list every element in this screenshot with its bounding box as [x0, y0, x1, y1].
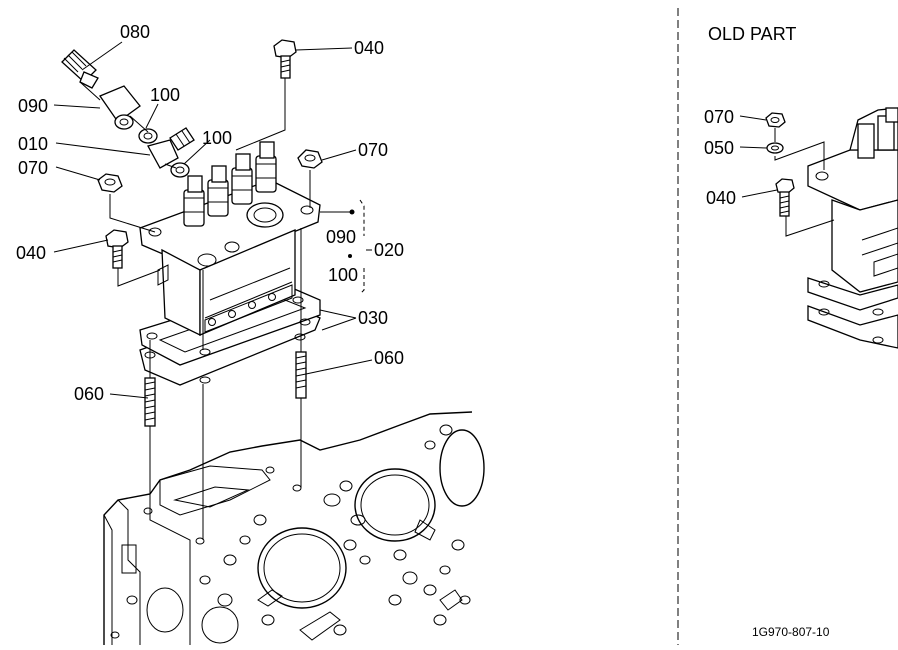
callouts-old: 070 050 040 [704, 107, 736, 208]
assembly-lines [79, 78, 311, 540]
engine-block [103, 411, 485, 645]
leader-lines [53, 41, 373, 399]
overflow-valve-080 [61, 49, 99, 89]
delivery-valves [183, 141, 277, 227]
old-callout-050: 050 [704, 138, 734, 158]
banjo-fitting-090 [99, 85, 141, 130]
callout-020: 020 [374, 240, 404, 260]
nut-070-left [97, 173, 123, 193]
old-washer-050 [766, 142, 784, 154]
callout-090: 090 [18, 96, 48, 116]
callout-060-left: 060 [74, 384, 104, 404]
nut-070-right [297, 149, 323, 169]
callout-100-b: 100 [202, 128, 232, 148]
old-callout-070: 070 [704, 107, 734, 127]
callout-070-left: 070 [18, 158, 48, 178]
stud-060-right [295, 351, 307, 399]
old-callout-040: 040 [706, 188, 736, 208]
callout-020-090: 090 [326, 227, 356, 247]
figure-code: 1G970-807-10 [752, 625, 830, 639]
washer-100-b [170, 162, 190, 178]
old-part-panel: OLD PART [708, 24, 898, 349]
callout-010: 010 [18, 134, 48, 154]
washer-100-a [138, 128, 158, 144]
bolt-040-top [273, 39, 297, 79]
injection-pump [139, 141, 321, 337]
banjo-fitting-010 [147, 127, 195, 169]
callout-070-right: 070 [358, 140, 388, 160]
callout-020-100: 100 [328, 265, 358, 285]
bolt-040-left [105, 229, 129, 269]
callouts-main: 080 040 090 100 010 100 070 070 040 090 … [16, 22, 404, 404]
old-part-title: OLD PART [708, 24, 796, 44]
old-bolt-040 [775, 178, 795, 194]
callout-100-a: 100 [150, 85, 180, 105]
callout-040-top: 040 [354, 38, 384, 58]
callout-030: 030 [358, 308, 388, 328]
callout-060-right: 060 [374, 348, 404, 368]
stud-060-left [144, 377, 156, 427]
callout-040-left: 040 [16, 243, 46, 263]
callout-080: 080 [120, 22, 150, 42]
old-nut-070 [765, 112, 786, 128]
